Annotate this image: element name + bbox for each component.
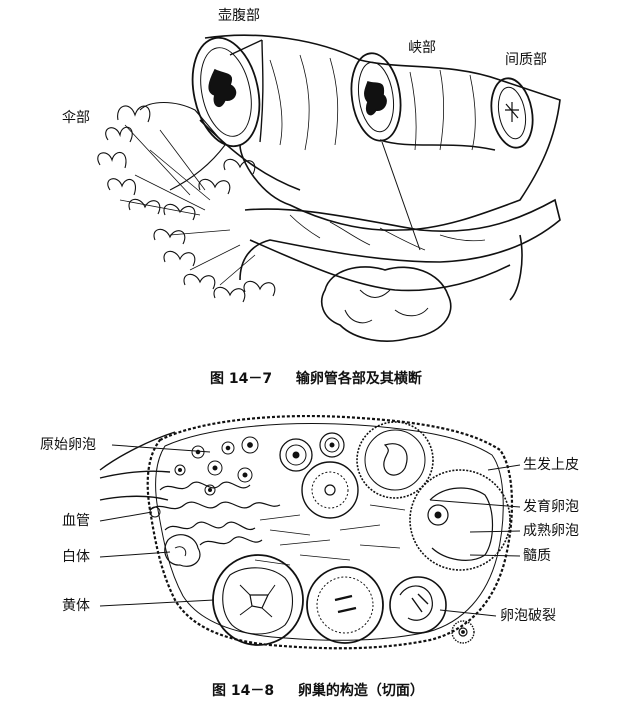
label-germinal-epithelium: 生发上皮 — [523, 457, 579, 473]
label-growing-follicle: 发育卵泡 — [523, 499, 579, 515]
ovary-illustration — [99, 414, 514, 650]
label-primordial-follicle: 原始卵泡 — [40, 437, 96, 453]
label-medulla: 髓质 — [523, 548, 551, 564]
figure1-caption: 图 14－7 输卵管各部及其横断 — [210, 368, 422, 388]
figure2-caption: 图 14－8 卵巢的构造（切面） — [212, 680, 424, 700]
label-isthmus: 峡部 — [408, 40, 436, 56]
fimbriae-illustration — [97, 101, 276, 303]
label-corpus-luteum: 黄体 — [62, 598, 90, 614]
label-ovulation: 卵泡破裂 — [500, 608, 556, 624]
figure1-caption-number: 图 14－7 — [210, 371, 273, 387]
label-interstitial: 间质部 — [505, 52, 547, 68]
label-blood-vessel: 血管 — [62, 513, 90, 529]
label-infundibulum: 伞部 — [62, 110, 90, 126]
figure2-caption-title: 卵巢的构造（切面） — [297, 683, 424, 699]
label-ampulla: 壶腹部 — [218, 8, 260, 24]
leader-lines — [99, 444, 521, 617]
label-corpus-albicans: 白体 — [62, 549, 90, 565]
figure1-caption-title: 输卵管各部及其横断 — [295, 371, 422, 387]
figure2-caption-number: 图 14－8 — [212, 683, 275, 699]
oviduct-illustration — [191, 34, 561, 342]
label-mature-follicle: 成熟卵泡 — [523, 523, 579, 539]
